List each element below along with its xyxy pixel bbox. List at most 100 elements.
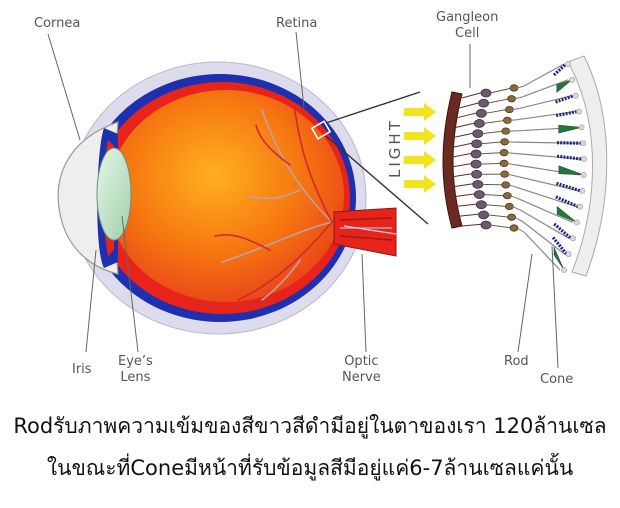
receptor-tip (581, 156, 587, 162)
ganglion-axon (459, 101, 482, 109)
receptor-fiber (514, 175, 579, 192)
iris-label: Iris (72, 362, 92, 377)
ganglion-cell (478, 210, 490, 220)
bipolar-cell (509, 224, 519, 232)
cone-cell (553, 246, 565, 271)
receptor-tip (580, 140, 587, 147)
bipolar-cell (507, 95, 517, 103)
light-arrow (404, 127, 436, 145)
ganglion-cell (473, 190, 485, 199)
leader-lines (47, 31, 559, 369)
lens-label-line1: Eye’s (118, 354, 153, 369)
receptor-tip (572, 92, 579, 99)
receptor-tip (565, 61, 571, 67)
receptor-stalk (510, 119, 518, 121)
ganglion-cell (478, 98, 490, 108)
rod-cell (552, 62, 568, 77)
receptor-stalk (512, 206, 520, 210)
ganglion-axon (451, 162, 475, 168)
receptor-tip (565, 251, 572, 258)
receptor-tip (570, 235, 576, 242)
lens-shape (96, 147, 132, 241)
rod-cell (556, 154, 583, 161)
light-arrow (404, 103, 436, 121)
ganglion-cell (470, 159, 482, 169)
ganglion-cell (472, 129, 484, 139)
ganglion-axon (461, 91, 485, 99)
ganglion-axon (452, 142, 475, 148)
ganglion-cell (470, 149, 482, 159)
rod-cell (556, 181, 581, 193)
rod-cell (551, 236, 568, 256)
ganglion-cell (473, 119, 485, 128)
receptor-tip (580, 172, 587, 178)
bipolar-connector (483, 119, 506, 124)
ganglion-axon (453, 182, 476, 188)
receptor-stalk (514, 216, 522, 222)
ganglion-axon (461, 223, 485, 227)
gangleon-label-line2: Cell (455, 26, 480, 41)
rod-cell (556, 141, 582, 145)
bipolar-connector (480, 152, 503, 155)
bipolar-cell (504, 202, 514, 211)
ganglion-axon (455, 193, 478, 197)
rod-cell (553, 222, 573, 240)
lens-label: Eye’s Lens (118, 354, 153, 386)
receptor-fiber (523, 231, 561, 271)
eyeball (57, 61, 397, 335)
receptor-fiber (521, 220, 565, 255)
receptor-stalk (507, 173, 515, 177)
receptor-fiber (514, 141, 580, 144)
bipolar-cell (502, 192, 512, 200)
retina-detail-marker (310, 120, 332, 140)
receptor-fiber (514, 152, 581, 160)
ganglion-axon (453, 132, 476, 138)
iris-leader (85, 249, 97, 353)
cone-cell (556, 205, 578, 223)
gangleon-label-line1: Gangleon (436, 10, 499, 25)
ganglion-axon (457, 203, 480, 207)
lens-label-line2: Lens (120, 370, 151, 385)
retina-magnified-view (442, 55, 608, 277)
lens-leader (121, 215, 139, 353)
caption-line-1: Rodรับภาพความเข้มของสีขาวสีดำมีอยู่ในตาข… (13, 414, 607, 438)
retina-blood-vessels (199, 103, 333, 308)
cone-cell (558, 165, 584, 176)
receptor-stalk (516, 227, 525, 233)
bipolar-connector (485, 109, 508, 114)
cornea-leader (47, 33, 81, 141)
bipolar-connector (489, 224, 513, 229)
ganglion-cell (480, 88, 492, 98)
rod-cell (555, 94, 575, 104)
receptor-tip (576, 108, 582, 115)
bipolar-connector (489, 87, 513, 94)
cone-label: Cone (540, 372, 574, 387)
bipolar-connector (487, 214, 510, 218)
receptor-fiber (517, 197, 574, 224)
bipolar-connector (483, 194, 506, 197)
receptor-tip (577, 203, 583, 210)
bipolar-connector (480, 162, 503, 165)
ganglion-axon (455, 121, 478, 129)
bipolar-connector (480, 141, 503, 145)
bipolar-cell (502, 116, 512, 124)
receptor-fiber (515, 186, 577, 208)
cone-cell (558, 124, 582, 134)
bipolar-cell (501, 127, 511, 135)
receptor-fiber (519, 209, 570, 239)
cone-leader (551, 245, 559, 369)
bipolar-cell (500, 138, 510, 146)
light-arrows (404, 103, 436, 193)
receptor-tip (578, 124, 585, 131)
ganglion-axon (459, 213, 482, 217)
rod-label: Rod (504, 354, 529, 369)
gangleon-cell-label: Gangleon Cell (436, 10, 498, 42)
receptor-tip (569, 76, 575, 83)
vitreous-body (108, 90, 344, 302)
receptor-stalk (516, 85, 525, 89)
receptor-fiber (517, 110, 576, 121)
optic-leader (361, 253, 367, 353)
optic-label-line1: Optic (344, 354, 379, 369)
light-label: LIGHT (386, 118, 404, 178)
